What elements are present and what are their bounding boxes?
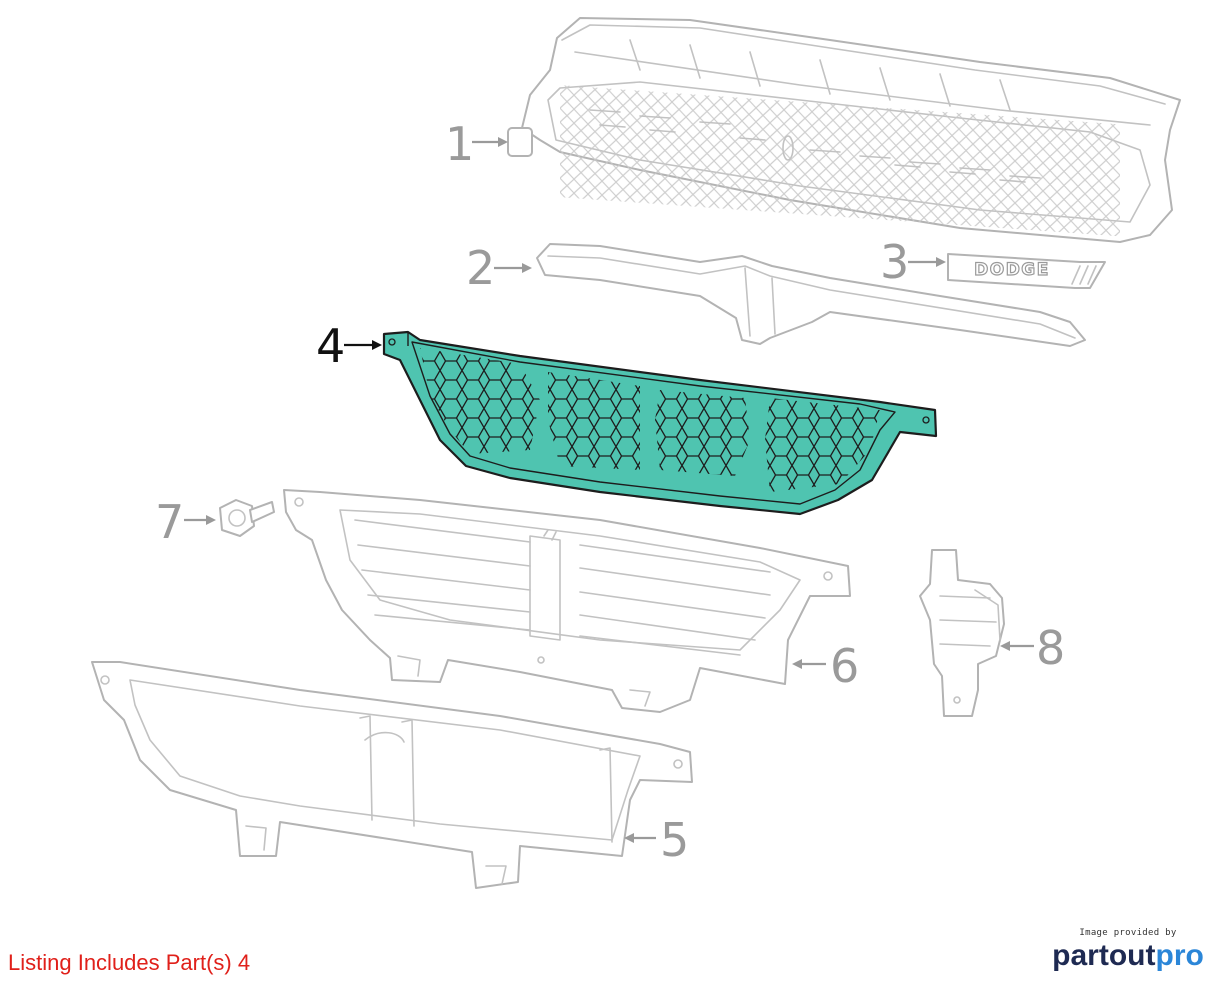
- svg-text:4: 4: [316, 319, 345, 373]
- svg-text:2: 2: [466, 241, 495, 295]
- credit-logo: partoutpro: [1052, 939, 1204, 972]
- part-7-bolt[interactable]: [219, 499, 275, 537]
- part-5-support-frame[interactable]: [91, 661, 693, 889]
- svg-text:3: 3: [880, 235, 909, 289]
- part-1-upper-grille[interactable]: [507, 17, 1181, 243]
- svg-text:6: 6: [830, 639, 859, 693]
- badge-lettering: DODGE: [974, 260, 1050, 280]
- callout-2: 2: [466, 241, 532, 295]
- callout-1: 1: [445, 117, 508, 171]
- callout-6: 6: [792, 639, 859, 693]
- callout-5: 5: [624, 813, 689, 867]
- svg-text:1: 1: [445, 117, 474, 171]
- part-8-shutter-actuator[interactable]: [919, 549, 1005, 717]
- svg-text:5: 5: [660, 813, 689, 867]
- svg-text:8: 8: [1036, 621, 1065, 675]
- callout-7: 7: [155, 495, 216, 549]
- image-credit: Image provided by partoutpro: [1048, 928, 1208, 972]
- callout-8: 8: [1000, 621, 1065, 675]
- part-3-dodge-badge[interactable]: DODGE: [947, 253, 1106, 289]
- part-4-lower-grille[interactable]: [382, 330, 938, 516]
- callout-3: 3: [880, 235, 946, 289]
- listing-note: Listing Includes Part(s) 4: [8, 950, 251, 975]
- part-2-crosshair-bar[interactable]: [536, 243, 1086, 347]
- svg-text:7: 7: [155, 495, 184, 549]
- part-6-shutter-assembly[interactable]: [283, 489, 851, 713]
- credit-caption: Image provided by: [1079, 928, 1177, 938]
- callout-4: 4: [316, 319, 382, 373]
